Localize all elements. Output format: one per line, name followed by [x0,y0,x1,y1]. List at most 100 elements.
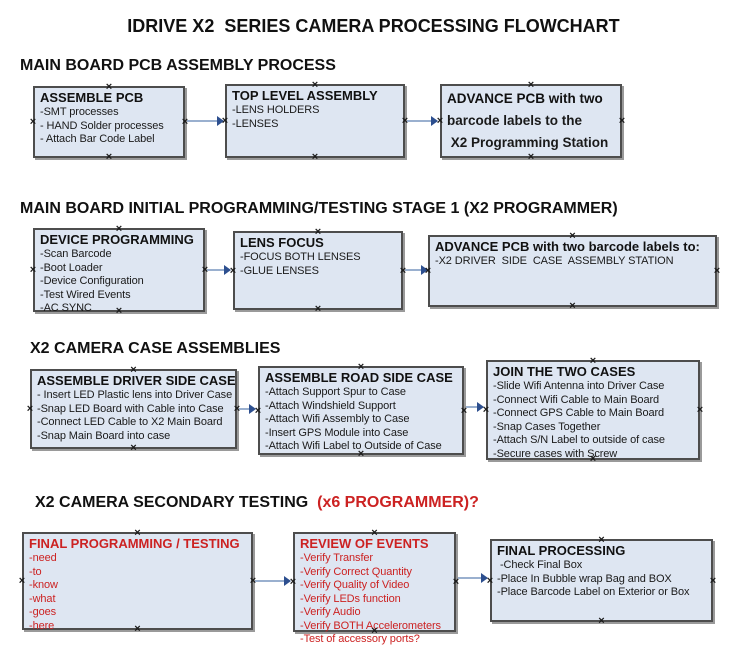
connection-handle-icon: × [713,265,721,277]
flow-box-advance-pcb-driver-side-station: × × × × ADVANCE PCB with two barcode lab… [425,231,720,312]
connection-handle-icon: × [357,448,365,460]
box-title: TOP LEVEL ASSEMBLY [232,88,378,103]
box-line: -Slide Wifi Antenna into Driver Case [493,380,665,392]
section-header-red: (x6 PROGRAMMER)? [317,494,479,511]
arrow-head-icon [249,404,256,414]
box-line: -Boot Loader [40,261,103,274]
box-line: -Place Barcode Label on Exterior or Box [497,586,690,598]
box-title: JOIN THE TWO CASES [493,364,636,379]
box-line: - Insert LED Plastic lens into Driver Ca… [37,389,233,401]
connection-handle-icon: × [452,576,460,588]
connection-handle-icon: × [134,623,141,635]
box-line: -LENS HOLDERS [232,104,320,116]
section-header: MAIN BOARD INITIAL PROGRAMMING/TESTING S… [20,200,618,217]
box-line: -Attach Windshield Support [265,399,396,412]
box-line: -know [29,579,58,591]
box-line: -Verify Correct Quantity [300,565,412,578]
arrow-line [207,269,226,271]
box-line: -Snap Main Board into case [37,429,171,442]
connection-handle-icon: × [233,403,241,415]
box-line: -to [29,565,42,578]
box-line: -FOCUS BOTH LENSES [240,251,361,263]
flow-arrow [239,401,256,417]
flow-box-advance-pcb-programming-station: × × × × ADVANCE PCB with two barcode lab… [437,80,625,163]
box-title: ASSEMBLE DRIVER SIDE CASE [37,373,236,388]
box-line: -Verify BOTH Accelerometers [300,619,441,632]
box-line: barcode labels to the [447,113,583,128]
flow-box-top-level-assembly: × × × × TOP LEVEL ASSEMBLY -LENS HOLDERS… [222,80,408,163]
box-title: ADVANCE PCB with two [447,91,603,106]
box-line: -X2 DRIVER SIDE CASE ASSEMBLY STATION [435,255,674,267]
box-line: -goes [29,606,57,618]
box-title: LENS FOCUS [240,235,324,250]
connection-handle-icon: × [436,115,444,127]
box-title: DEVICE PROGRAMMING [40,232,194,247]
connection-handle-icon: × [130,442,137,454]
box-line: -Attach Support Spur to Case [265,386,406,398]
connection-handle-icon: × [201,264,209,276]
connection-handle-icon: × [105,81,113,93]
arrow-line [187,120,219,122]
connection-handle-icon: × [482,404,490,416]
connection-handle-icon: × [29,264,37,276]
box-line: -Attach Wifi Assembly to Case [265,413,410,425]
arrow-line [405,269,423,271]
box-line: -Connect LED Cable to X2 Main Board [37,416,223,428]
connection-handle-icon: × [371,527,378,539]
arrow-line [466,406,479,408]
connection-handle-icon: × [486,574,494,587]
box-line: -Test of accessory ports? [300,633,420,645]
box-line: -what [29,592,56,605]
box-line: -Scan Barcode [40,248,112,260]
connection-handle-icon: × [29,116,37,128]
flow-box-review-of-events: × × × × REVIEW OF EVENTS -Verify Transfe… [290,528,459,646]
box-line: -Verify Quality of Video [300,579,410,591]
flow-box-final-processing: × × × × FINAL PROCESSING -Check Final Bo… [487,535,716,627]
connection-handle-icon: × [18,575,26,587]
connection-handle-icon: × [181,116,189,128]
box-line: -Test Wired Events [40,288,131,301]
box-line: -AC SYNC [40,302,92,314]
box-line: -here [29,619,55,632]
box-line: -Verify Transfer [300,552,373,564]
connection-handle-icon: × [115,305,123,317]
section-header-black: X2 CAMERA SECONDARY TESTING [35,494,318,511]
connection-handle-icon: × [709,574,717,587]
connection-handle-icon: × [527,151,535,163]
section-header: X2 CAMERA SECONDARY TESTING (x6 PROGRAMM… [35,494,479,512]
arrow-line [239,408,251,410]
arrow-line [458,577,483,579]
box-title: ASSEMBLE ROAD SIDE CASE [265,370,453,385]
connection-handle-icon: × [289,576,297,588]
arrow-head-icon [224,265,231,275]
box-line: -Verify LEDs function [300,592,401,605]
flow-arrow [187,113,224,129]
box-line: -Check Final Box [497,559,583,571]
arrow-line [407,120,433,122]
arrow-head-icon [421,265,428,275]
arrow-line [255,580,286,582]
connection-handle-icon: × [401,115,409,127]
section-header: X2 CAMERA CASE ASSEMBLIES [30,340,281,357]
box-line: -SMT processes [40,106,119,118]
connection-handle-icon: × [371,625,378,637]
flow-arrow [405,262,428,278]
connection-handle-icon: × [598,534,605,546]
flowchart-title: IDRIVE X2 SERIES CAMERA PROCESSING FLOWC… [127,16,620,36]
connection-handle-icon: × [311,151,319,163]
box-line: -GLUE LENSES [240,264,319,277]
connection-handle-icon: × [589,453,597,465]
box-title: FINAL PROCESSING [497,543,626,558]
box-line: - HAND Solder processes [40,119,164,132]
box-line: -Device Configuration [40,275,144,287]
box-line: -Attach S/N Label to outside of case [493,434,665,446]
connection-handle-icon: × [460,404,468,417]
connection-handle-icon: × [569,300,576,312]
connection-handle-icon: × [229,264,237,277]
box-line: X2 Programming Station [447,135,609,150]
connection-handle-icon: × [249,575,257,587]
connection-handle-icon: × [254,404,262,417]
box-line: - Attach Bar Code Label [40,133,155,145]
box-line: -need [29,552,57,564]
connection-handle-icon: × [221,115,229,127]
